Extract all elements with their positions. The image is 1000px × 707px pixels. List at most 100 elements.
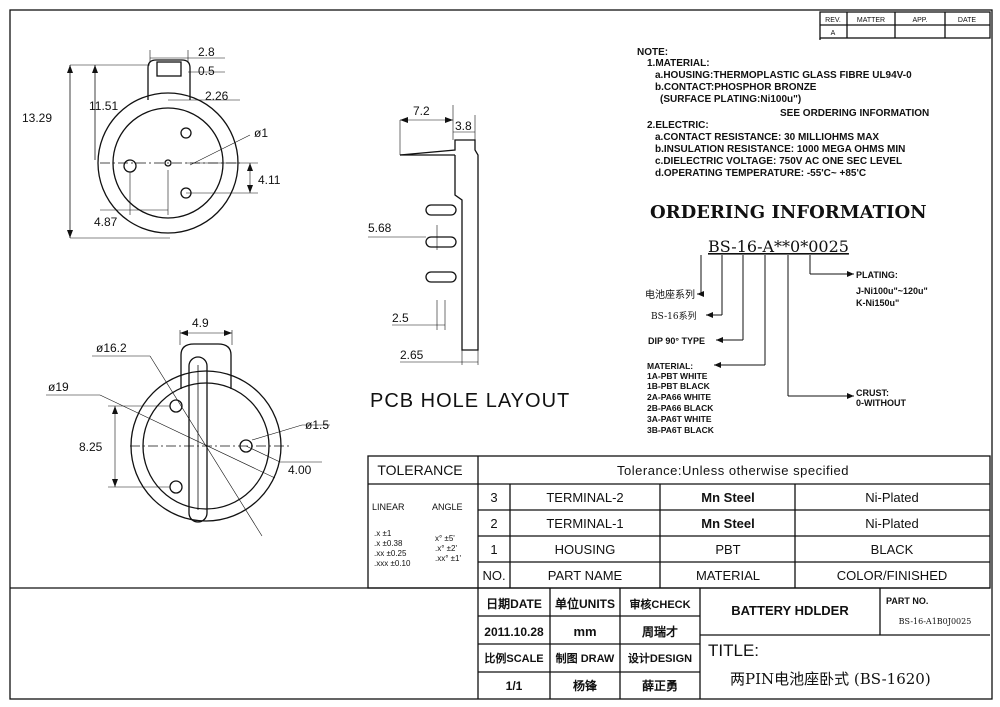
material-item: 3A-PA6T WHITE [647, 414, 712, 424]
tol-ang-row: .xx° ±1' [435, 554, 461, 563]
arrowheads [67, 65, 854, 487]
part-name: TERMINAL-2 [546, 490, 623, 505]
notes: NOTE: 1.MATERIAL: a.HOUSING:THERMOPLASTI… [637, 47, 929, 179]
bottom-view-dims: 4.9 ø16.2 ø19 8.25 ø1.5 4.00 [48, 316, 329, 477]
note-line: c.DIELECTRIC VOLTAGE: 750V AC ONE SEC LE… [655, 156, 902, 167]
tolerance-note: Tolerance:Unless otherwise specified [617, 463, 849, 478]
side-view-dims: 7.2 3.8 5.68 2.5 2.65 [368, 104, 472, 362]
top-view [69, 50, 258, 239]
part-name: TERMINAL-1 [546, 516, 623, 531]
design-label: 设计DESIGN [628, 651, 692, 665]
dim-label: 2.8 [198, 45, 215, 59]
tolerance-linear: LINEAR [372, 502, 405, 512]
crust-title: CRUST: [856, 388, 889, 398]
product-name: BATTERY HDLDER [731, 603, 849, 618]
dim-label: 13.29 [22, 111, 52, 125]
check-label: 审核CHECK [629, 597, 690, 611]
rev-header-matter: MATTER [857, 17, 885, 24]
parts-header-no: NO. [482, 568, 505, 583]
tolerance-angle-rows: x° ±5' .x° ±2' .xx° ±1' [435, 534, 461, 563]
notes-title: NOTE: [637, 47, 668, 58]
dim-label: 4.9 [192, 316, 209, 330]
tol-lin-row: .x ±0.38 [374, 539, 403, 548]
material-item: 2B-PA66 BLACK [647, 403, 714, 413]
pcb-hole-layout-label: PCB HOLE LAYOUT [370, 390, 570, 412]
dim-label: 0.5 [198, 64, 215, 78]
dim-label: ø1 [254, 126, 268, 140]
scale-value: 1/1 [506, 679, 523, 693]
units-label: 单位UNITS [555, 596, 615, 611]
note-line: 2.ELECTRIC: [647, 120, 709, 131]
dim-label: 7.2 [413, 104, 430, 118]
note-line: a.HOUSING:THERMOPLASTIC GLASS FIBRE UL94… [655, 70, 912, 81]
ordering-leaders [697, 255, 854, 397]
rev-header-app: APP. [912, 17, 927, 24]
title-block [10, 587, 990, 699]
dim-label: 2.5 [392, 311, 409, 325]
tol-lin-row: .xx ±0.25 [374, 549, 407, 558]
designer-value: 薛正勇 [642, 678, 678, 693]
date-value: 2011.10.28 [484, 625, 544, 639]
crust-1: 0-WITHOUT [856, 398, 906, 408]
part-finish: Ni-Plated [865, 516, 918, 531]
ordering-title: ORDERING INFORMATION [650, 202, 927, 223]
tolerance-header: TOLERANCE [377, 462, 462, 478]
dim-label: 5.68 [368, 221, 392, 235]
dim-label: 4.11 [258, 173, 281, 187]
dim-label: 8.25 [79, 440, 103, 454]
parts-header-material: MATERIAL [696, 568, 760, 583]
part-material: PBT [715, 542, 740, 557]
part-material: Mn Steel [701, 490, 754, 505]
dim-label: 11.51 [89, 99, 118, 113]
note-line: b.CONTACT:PHOSPHOR BRONZE [655, 82, 817, 93]
note-line: a.CONTACT RESISTANCE: 30 MILLIOHMS MAX [655, 132, 879, 143]
tolerance-linear-rows: .x ±1 .x ±0.38 .xx ±0.25 .xxx ±0.10 [374, 529, 411, 568]
dim-label: ø1.5 [305, 418, 329, 432]
material-item: 2A-PA66 WHITE [647, 392, 711, 402]
tol-lin-row: .x ±1 [374, 529, 392, 538]
title-block-text: 日期DATE 单位UNITS 审核CHECK 2011.10.28 mm 周瑞才… [484, 596, 849, 693]
dim-label: 2.26 [205, 89, 229, 103]
dim-label: ø19 [48, 380, 69, 394]
material-title: MATERIAL: [647, 361, 693, 371]
part-no-value: BS-16-A1B0J0025 [899, 617, 972, 626]
part-no: 1 [490, 542, 497, 557]
top-view-dims: 2.8 0.5 2.26 13.29 11.51 ø1 4.11 4.87 [22, 45, 281, 229]
part-finish: BLACK [871, 542, 914, 557]
part-no: 3 [490, 490, 497, 505]
material-item: 1B-PBT BLACK [647, 381, 711, 391]
tolerance-table [367, 455, 991, 589]
note-line: d.OPERATING TEMPERATURE: -55'C~ +85'C [655, 168, 866, 179]
tol-lin-row: .xxx ±0.10 [374, 559, 411, 568]
draw-label: 制图 DRAW [556, 651, 615, 665]
material-item: 3B-PA6T BLACK [647, 425, 715, 435]
parts-header-name: PART NAME [548, 568, 623, 583]
material-list: MATERIAL: 1A-PBT WHITE 1B-PBT BLACK 2A-P… [647, 361, 715, 435]
ordering-code: BS-16-A**0*0025 [708, 237, 849, 256]
rev-value: A [831, 30, 836, 37]
sheet-border [9, 9, 993, 700]
checker-value: 周瑞才 [642, 624, 678, 639]
plating-1: J-Ni100u"~120u" [856, 286, 928, 296]
dim-label: 4.87 [94, 215, 118, 229]
part-no-label: PART NO. [886, 596, 928, 606]
scale-label: 比例SCALE [484, 651, 543, 665]
tol-ang-row: .x° ±2' [435, 544, 457, 553]
plating-2: K-Ni150u" [856, 298, 899, 308]
ordering-series-cn: 电池座系列 [645, 288, 695, 301]
bottom-view [46, 330, 330, 537]
note-line: b.INSULATION RESISTANCE: 1000 MEGA OHMS … [655, 144, 905, 155]
date-label: 日期DATE [486, 596, 542, 611]
part-material: Mn Steel [701, 516, 754, 531]
tolerance-angle: ANGLE [432, 502, 463, 512]
note-line: SEE ORDERING INFORMATION [780, 108, 929, 119]
material-item: 1A-PBT WHITE [647, 371, 708, 381]
parts-rows: 3 TERMINAL-2 Mn Steel Ni-Plated 2 TERMIN… [482, 490, 947, 583]
ordering-series: BS-16系列 [651, 310, 697, 322]
side-view [368, 105, 479, 365]
part-name: HOUSING [555, 542, 616, 557]
dim-label: 3.8 [455, 119, 472, 133]
part-no: 2 [490, 516, 497, 531]
ordering-dip: DIP 90° TYPE [648, 336, 705, 346]
